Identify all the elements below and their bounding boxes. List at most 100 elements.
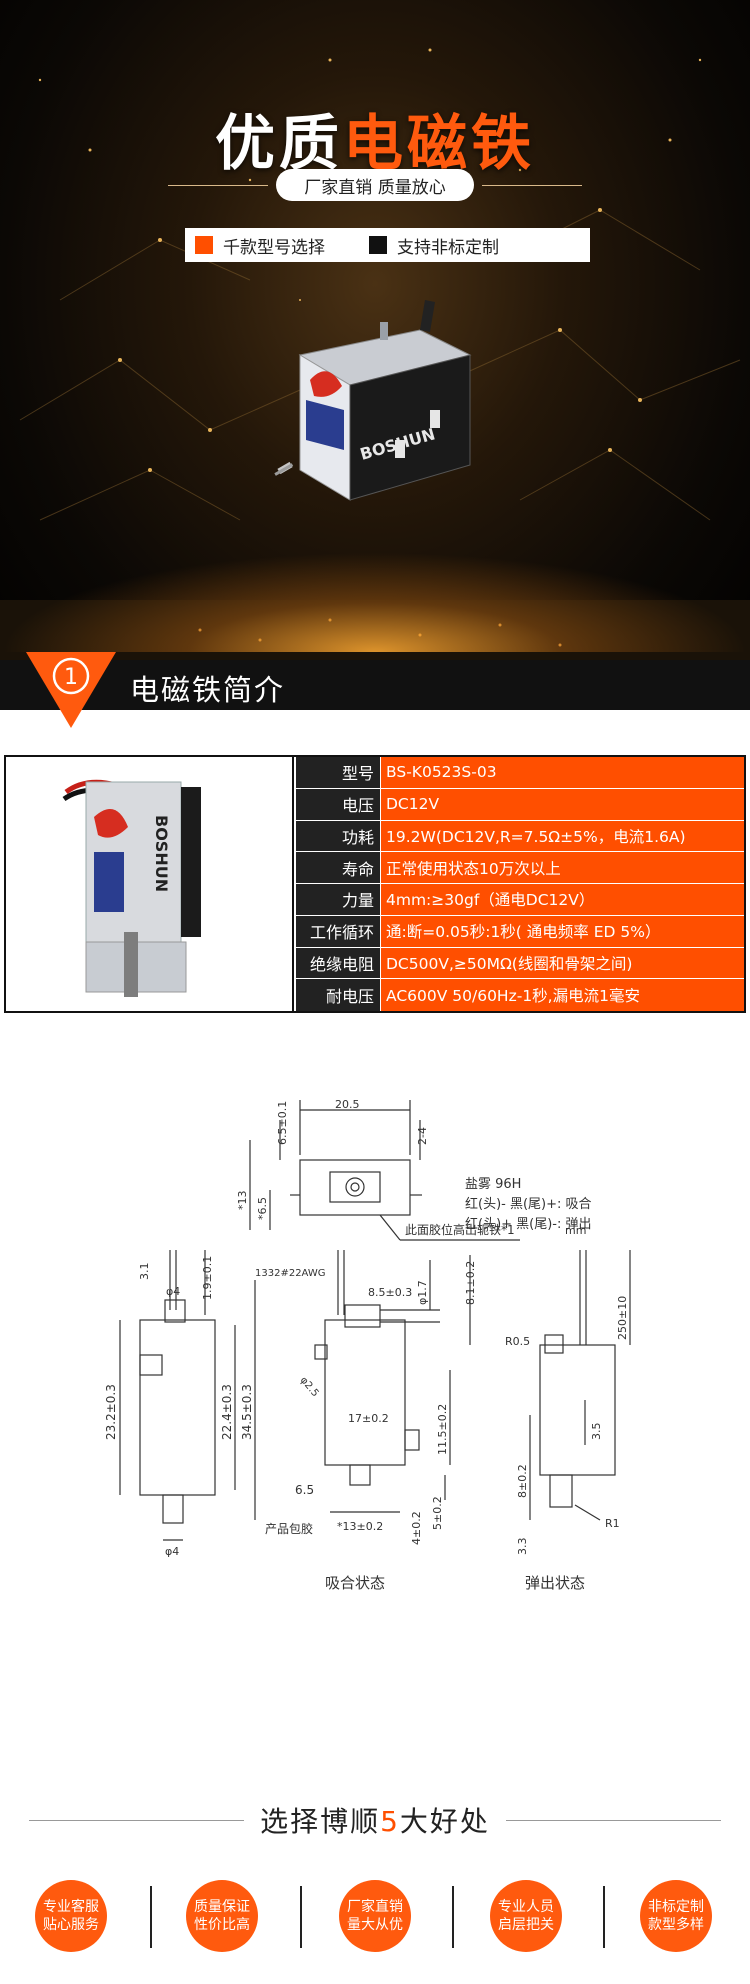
technical-drawing: 盐雾 96H 红(头)- 黑(尾)+: 吸合 红(头)+ 黑(尾)-: 弹出 此… [104, 1100, 631, 1592]
dim-label: 产品包胶 [265, 1521, 313, 1536]
spec-key: 绝缘电阻 [296, 947, 381, 979]
benefit-line: 贴心服务 [43, 1917, 99, 1933]
dim-label: 3.1 [138, 1263, 151, 1281]
dim-label: 5±0.2 [431, 1496, 444, 1530]
benefits-title-a: 选择博顺 [260, 1805, 381, 1838]
benefit-line: 非标定制 [648, 1899, 704, 1915]
dim-label: 6.5±0.1 [276, 1101, 289, 1145]
dim-label: 8.1±0.2 [464, 1261, 477, 1305]
spec-value: 19.2W(DC12V,R=7.5Ω±5%，电流1.6A) [381, 820, 744, 852]
spec-row: 工作循环通:断=0.05秒:1秒( 通电频率 ED 5%） [296, 915, 744, 948]
dim-label: 23.2±0.3 [104, 1384, 118, 1440]
spec-value: AC600V 50/60Hz-1秒,漏电流1毫安 [381, 979, 744, 1011]
feature-bar: 千款型号选择 支持非标定制 [185, 228, 590, 262]
benefit-badge: 专业人员启层把关 [490, 1880, 562, 1952]
benefit-separator [150, 1886, 152, 1948]
dim-label: φ4 [166, 1285, 180, 1298]
hero-subtitle: 厂家直销 质量放心 [276, 169, 474, 201]
benefit-separator [300, 1886, 302, 1948]
dim-label: 8±0.2 [516, 1464, 529, 1498]
view-label-pull: 吸合状态 [325, 1574, 385, 1592]
spec-key: 功耗 [296, 820, 381, 852]
benefits-title-num: 5 [380, 1805, 400, 1838]
benefits-header: 选择博顺5大好处 [0, 1800, 750, 1840]
dim-label: φ2.5 [298, 1375, 321, 1399]
dim-label: 20.5 [335, 1100, 360, 1111]
dim-label: φ1.7 [416, 1280, 429, 1305]
dim-label: R0.5 [505, 1335, 530, 1348]
benefit-line: 质量保证 [194, 1899, 250, 1915]
divider-line [168, 184, 269, 186]
dim-label: *13 [236, 1191, 249, 1211]
feature-label: 千款型号选择 [223, 237, 325, 258]
benefit-line: 专业客服 [43, 1899, 99, 1915]
spec-value: DC12V [381, 788, 744, 820]
feature-label: 支持非标定制 [397, 237, 499, 258]
benefits-row: 专业客服贴心服务 质量保证性价比高 厂家直销量大从优 专业人员启层把关 非标定制… [0, 1880, 750, 1970]
dim-label: 4±0.2 [410, 1511, 423, 1545]
benefit-line: 款型多样 [648, 1917, 704, 1933]
benefit-line: 量大从优 [347, 1917, 403, 1933]
spec-value: 正常使用状态10万次以上 [381, 852, 744, 883]
drawing-note: 红(头)- 黑(尾)+: 吸合 [465, 1196, 592, 1212]
feature-item: 千款型号选择 [185, 233, 325, 258]
dim-label: 17±0.2 [348, 1412, 389, 1425]
benefit-badge: 厂家直销量大从优 [339, 1880, 411, 1952]
solenoid-product-image: BOSHUN [274, 300, 472, 501]
dim-label: *13±0.2 [337, 1520, 383, 1533]
drawing-leader-note: 此面胶位高出轭铁*1 [405, 1222, 515, 1237]
dim-label: 250±10 [616, 1296, 629, 1340]
hero-title: 优质电磁铁 [0, 95, 750, 182]
feature-item: 支持非标定制 [359, 233, 499, 258]
benefit-line: 启层把关 [498, 1917, 554, 1933]
benefit-line: 专业人员 [498, 1899, 554, 1915]
dim-label: 6.5 [295, 1483, 314, 1497]
dim-label: 1332#22AWG [255, 1268, 325, 1279]
orange-square-icon [195, 236, 213, 254]
section-number: 1 [64, 665, 78, 690]
dim-label: 22.4±0.3 [220, 1384, 234, 1440]
spec-key: 型号 [296, 757, 381, 788]
view-label-push: 弹出状态 [525, 1574, 585, 1592]
benefit-separator [603, 1886, 605, 1948]
section-number-badge: 1 [26, 652, 116, 728]
divider-line [505, 1819, 721, 1821]
hero-title-white: 优质 [215, 109, 343, 179]
hero-banner: 优质电磁铁 厂家直销 质量放心 千款型号选择 支持非标定制 BOSHUN [0, 0, 750, 710]
dim-label: 34.5±0.3 [240, 1384, 254, 1440]
dim-label: 11.5±0.2 [436, 1404, 449, 1455]
drawing-note: 红(头)+ 黑(尾)-: 弹出 [465, 1216, 592, 1232]
benefit-badge: 非标定制款型多样 [640, 1880, 712, 1952]
dim-label: 2-4 [416, 1127, 429, 1145]
hero-title-highlight: 电磁铁 [343, 109, 535, 179]
spec-key: 寿命 [296, 852, 381, 883]
divider-line [481, 184, 582, 186]
section-header-bar [0, 660, 750, 710]
benefits-title: 选择博顺5大好处 [260, 1800, 490, 1840]
spec-value: BS-K0523S-03 [381, 757, 744, 788]
glow-stage [0, 552, 750, 652]
benefit-line: 厂家直销 [347, 1899, 403, 1915]
dim-label: *6.5 [256, 1197, 269, 1220]
dim-label: 3.3 [516, 1538, 529, 1556]
hero-subtitle-wrap: 厂家直销 质量放心 [0, 168, 750, 202]
dim-label: R1 [605, 1517, 620, 1530]
benefit-badge: 质量保证性价比高 [186, 1880, 258, 1952]
spec-key: 耐电压 [296, 979, 381, 1011]
dim-label: 8.5±0.3 [368, 1286, 412, 1299]
spec-key: 力量 [296, 884, 381, 915]
product-photo: BOSHUN [6, 757, 294, 1011]
spec-value: DC500V,≥50MΩ(线圈和骨架之间) [381, 947, 744, 979]
solenoid-side-image: BOSHUN [62, 779, 201, 997]
benefit-separator [452, 1886, 454, 1948]
drawing-leader-unit: mm [565, 1224, 586, 1237]
benefit-line: 性价比高 [194, 1917, 250, 1933]
benefits-title-b: 大好处 [399, 1805, 490, 1838]
benefit-badge: 专业客服贴心服务 [35, 1880, 107, 1952]
